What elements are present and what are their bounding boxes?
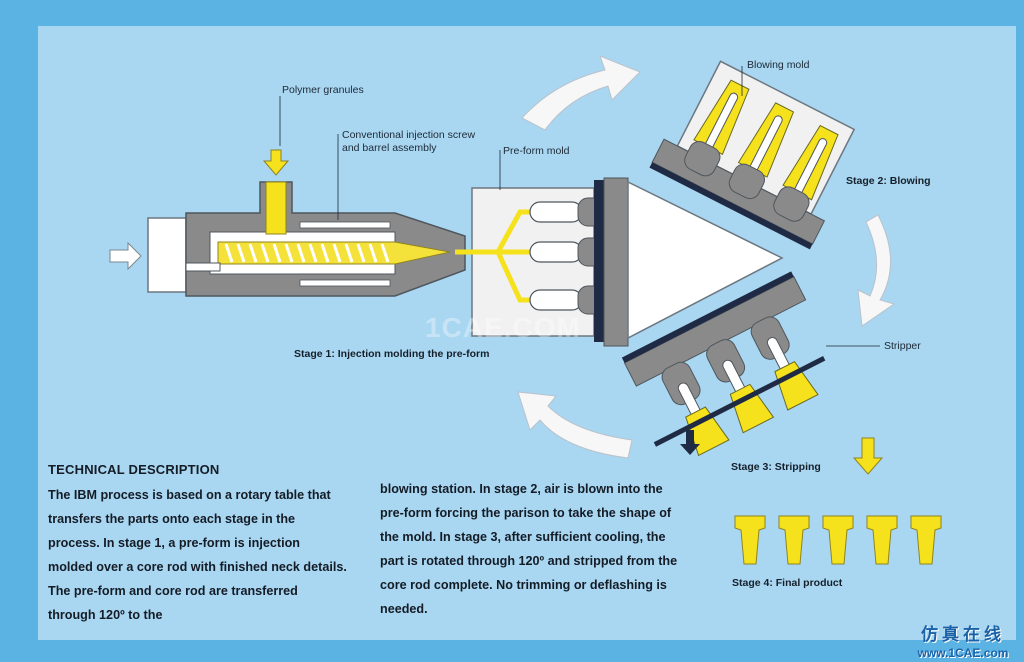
watermark: 1CAE.COM (425, 312, 581, 343)
rotation-arrow-top (521, 55, 641, 131)
blowing-station (649, 60, 856, 250)
rotation-arrow-bottom (517, 391, 633, 459)
stripping-station (621, 271, 826, 457)
stage-3-label: Stage 3: Stripping (731, 461, 821, 473)
preform-platen (594, 180, 604, 342)
technical-description: TECHNICAL DESCRIPTION The IBM process is… (48, 462, 708, 627)
hopper (265, 181, 287, 235)
strip-direction-arrow (680, 430, 700, 455)
label-injection-screw: Conventional injection screw and barrel … (342, 129, 476, 154)
rotation-arrow-right (857, 214, 896, 327)
description-columns: The IBM process is based on a rotary tab… (48, 482, 708, 627)
label-blowing-mold: Blowing mold (747, 59, 810, 71)
stage-4-label: Stage 4: Final product (732, 577, 843, 589)
ram-rod (185, 262, 221, 272)
polymer-arrow (262, 149, 290, 176)
product-5 (910, 515, 942, 565)
input-arrow (109, 241, 142, 271)
rotary-table (627, 180, 784, 340)
footer-chinese-title: 仿真在线 (921, 625, 1005, 644)
ram-block (147, 217, 187, 293)
stage-2-label: Stage 2: Blowing (846, 175, 931, 187)
stage-1-label: Stage 1: Injection molding the pre-form (294, 348, 490, 360)
label-polymer-granules: Polymer granules (282, 84, 364, 96)
label-stripper: Stripper (884, 340, 921, 352)
preform-cavities (529, 201, 583, 311)
product-1 (734, 515, 766, 565)
site-footer-logo: 仿真在线 www.1CAE.com (904, 620, 1022, 660)
final-products (734, 515, 942, 565)
description-column-2: blowing station. In stage 2, air is blow… (380, 482, 678, 616)
table-face (603, 177, 629, 347)
footer-url: www.1CAE.com (917, 646, 1009, 660)
product-2 (778, 515, 810, 565)
screw-flights (224, 243, 390, 263)
description-title: TECHNICAL DESCRIPTION (48, 462, 220, 477)
product-4 (866, 515, 898, 565)
product-3 (822, 515, 854, 565)
barrel-slot-top (299, 221, 391, 229)
barrel-slot-bottom (299, 279, 391, 287)
product-drop-arrow (852, 437, 884, 475)
label-preform-mold: Pre-form mold (503, 145, 570, 157)
description-column-1: The IBM process is based on a rotary tab… (48, 488, 347, 622)
